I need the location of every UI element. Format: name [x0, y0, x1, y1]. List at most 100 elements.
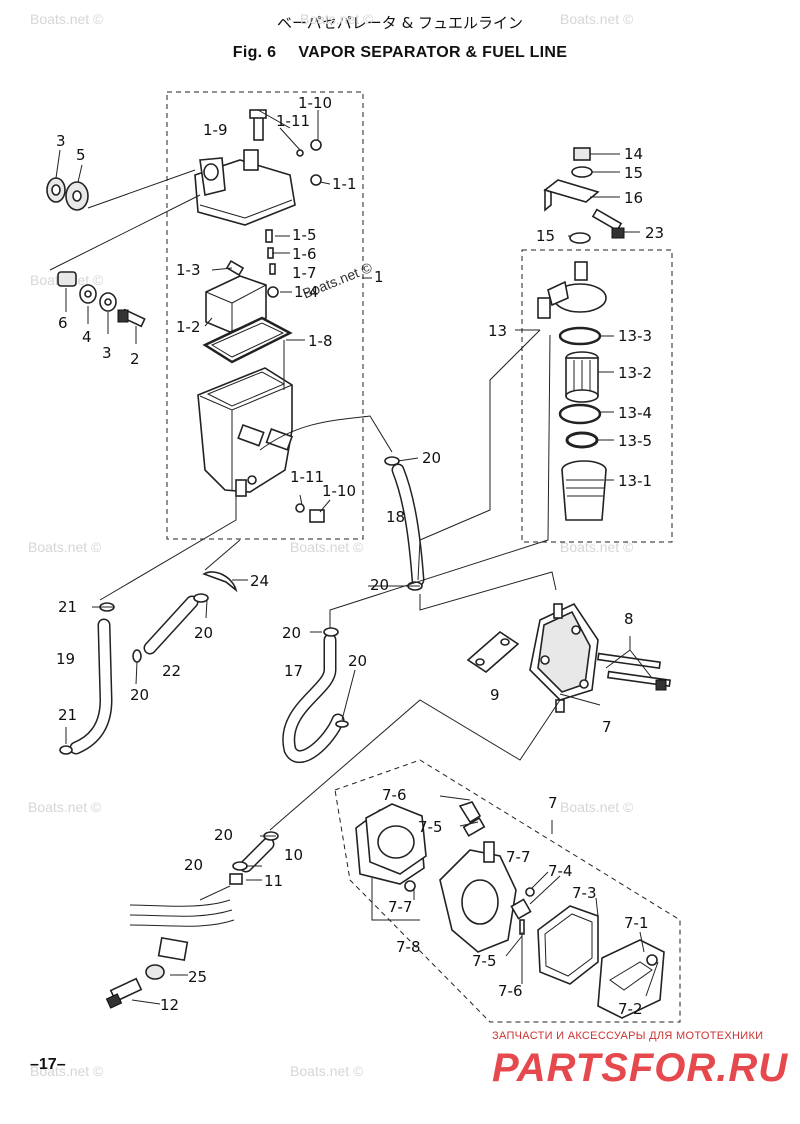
pump-base-7-1: [597, 939, 665, 1019]
filter-element-13-2: [565, 351, 599, 403]
hose-10: [239, 837, 275, 873]
callout-9: 9: [490, 686, 500, 704]
callout-6: 6: [58, 314, 68, 332]
callout-1-4: 1-4: [294, 283, 319, 301]
callout-1-5: 1-5: [292, 226, 317, 244]
callout-7-1: 7-1: [624, 914, 649, 932]
nut-14: [573, 147, 591, 161]
callout-20: 20: [422, 449, 441, 467]
pump-body: [439, 841, 517, 953]
callout-5: 5: [76, 146, 86, 164]
callout-1-3: 1-3: [176, 261, 201, 279]
callout-22: 22: [162, 662, 181, 680]
watermarks: Boats.net © Boats.net © Boats.net © Boat…: [28, 11, 634, 1079]
vapor-separator-screw: [249, 109, 267, 141]
page-title: Fig. 6 VAPOR SEPARATOR & FUEL LINE: [0, 44, 800, 62]
callout-2: 2: [130, 350, 140, 368]
fuel-pump-group-box: [334, 759, 681, 1023]
fitting-11: [229, 873, 243, 885]
separator-hardware: [295, 503, 325, 523]
footer-tagline: ЗАПЧАСТИ И АКСЕССУАРЫ ДЛЯ МОТОТЕХНИКИ: [492, 1030, 764, 1042]
watermark: Boats.net ©: [28, 539, 102, 555]
callout-20g: 20: [214, 826, 233, 844]
figure-title: VAPOR SEPARATOR & FUEL LINE: [298, 44, 568, 61]
callout-19: 19: [56, 650, 75, 668]
callout-1-7: 1-7: [292, 264, 317, 282]
fuel-pump: [529, 602, 599, 713]
gasket-9: [466, 630, 520, 674]
callout-1: 1: [374, 268, 384, 286]
vapor-separator-body: [197, 367, 294, 497]
watermark: Boats.net ©: [290, 539, 364, 555]
footer-logo: PARTSFOR.RU: [492, 1046, 789, 1090]
diaphragm-7-3: [537, 905, 599, 985]
callout-1-6: 1-6: [292, 245, 317, 263]
pump-cover-7-8: [355, 803, 427, 892]
o-ring-13-4: [558, 403, 602, 425]
float-assembly: [205, 275, 267, 333]
vapor-separator-group-box: [166, 91, 364, 540]
callout-7-5: 7-5: [418, 818, 443, 836]
watermark: Boats.net ©: [28, 799, 102, 815]
watermark: Boats.net ©: [30, 1063, 104, 1079]
callout-1-11b: 1-11: [290, 468, 324, 486]
filter-cup-13-1: [561, 460, 607, 521]
mounting-bracket: [129, 899, 235, 962]
callout-12: 12: [160, 996, 179, 1014]
callout-20f: 20: [348, 652, 367, 670]
callout-1-10: 1-10: [298, 94, 332, 112]
callout-20c: 20: [194, 624, 213, 642]
callout-7: 7: [602, 718, 612, 736]
callout-7-2: 7-2: [618, 1000, 643, 1018]
filter-head: [537, 261, 607, 319]
figure-number: Fig. 6: [232, 44, 277, 61]
bolt-23: [591, 208, 625, 239]
small-fittings: [225, 139, 322, 298]
hose-18: [391, 463, 425, 587]
watermark: Boats.net ©: [290, 1063, 364, 1079]
callout-15: 15: [624, 164, 643, 182]
callout-7-6b: 7-6: [498, 982, 523, 1000]
clip-24: [202, 571, 238, 593]
callout-labels: 1-10 1-9 1-11 1-1 3 5 1-5 1-6 1-3 1-7 1 …: [56, 94, 664, 1018]
callout-7-8: 7-8: [396, 938, 421, 956]
leader-lines: [55, 109, 659, 1005]
callout-20e: 20: [130, 686, 149, 704]
callout-21b: 21: [58, 706, 77, 724]
callout-8: 8: [624, 610, 634, 628]
callout-14: 14: [624, 145, 643, 163]
callout-20b: 20: [370, 576, 389, 594]
vapor-separator-cover: [194, 149, 296, 226]
page-title-japanese: ベーパセパレータ & フュエルライン: [276, 14, 524, 32]
callout-10: 10: [284, 846, 303, 864]
watermark: Boats.net ©: [560, 799, 634, 815]
callout-20h: 20: [184, 856, 203, 874]
callout-11: 11: [264, 872, 283, 890]
fuel-connector-12: [105, 977, 143, 1009]
watermark: Boats.net ©: [300, 11, 374, 27]
callout-1-11: 1-11: [276, 112, 310, 130]
pump-fittings: [458, 801, 535, 935]
gasket-1-8: [202, 316, 293, 364]
callout-1-10b: 1-10: [322, 482, 356, 500]
callout-13-1: 13-1: [618, 472, 652, 490]
callout-7-7: 7-7: [506, 848, 531, 866]
callout-7-3: 7-3: [572, 884, 597, 902]
callout-23: 23: [645, 224, 664, 242]
callout-13-4: 13-4: [618, 404, 652, 422]
grommet-25: [145, 964, 165, 980]
callout-7b: 7: [548, 794, 558, 812]
grommets-3-5: [46, 177, 89, 211]
callout-15b: 15: [536, 227, 555, 245]
callout-1-1: 1-1: [332, 175, 357, 193]
hose-22: [143, 595, 199, 655]
callout-18: 18: [386, 508, 405, 526]
hose-clips: [59, 456, 423, 871]
callout-13-2: 13-2: [618, 364, 652, 382]
bracket-16: [543, 179, 600, 212]
callout-7-5b: 7-5: [472, 952, 497, 970]
o-ring-13-3: [558, 326, 602, 346]
callout-13-3: 13-3: [618, 327, 652, 345]
callout-17: 17: [284, 662, 303, 680]
